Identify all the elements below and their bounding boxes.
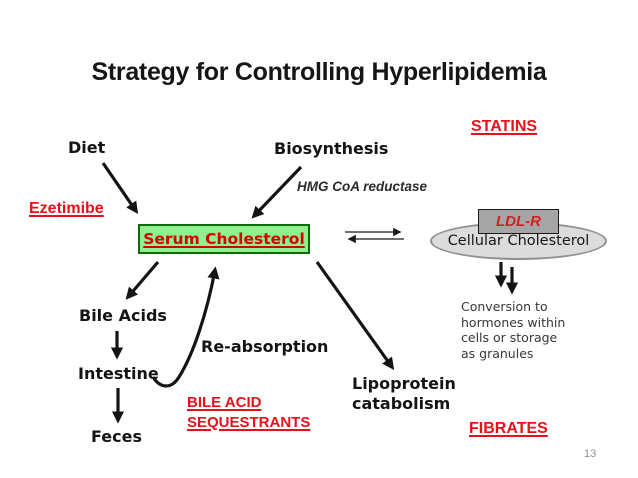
label-lipoprotein-catabolism: Lipoprotein catabolism bbox=[352, 374, 456, 413]
arrow-diet-to-serum bbox=[101, 162, 139, 215]
serum-cholesterol-label: Serum Cholesterol bbox=[143, 230, 305, 248]
ldl-receptor-label: LDL-R bbox=[496, 213, 541, 230]
arrow-biosynthesis-to-serum bbox=[251, 165, 303, 219]
label-bile-acids: Bile Acids bbox=[79, 306, 167, 325]
ldl-receptor-box: LDL-R bbox=[478, 209, 559, 234]
label-bile-acid-sequestrants: BILE ACID SEQUESTRANTS bbox=[187, 394, 311, 431]
label-ezetimibe: Ezetimibe bbox=[29, 200, 104, 217]
label-diet: Diet bbox=[68, 138, 106, 157]
label-hmg-coa-reductase: HMG CoA reductase bbox=[297, 179, 428, 194]
cellular-cholesterol-label: Cellular Cholesterol bbox=[447, 233, 590, 249]
arrow-serum-to-bile-acids bbox=[125, 260, 160, 300]
label-feces: Feces bbox=[91, 427, 142, 446]
arrow-reabsorption-intestine-to-serum bbox=[151, 266, 220, 388]
slide-title: Strategy for Controlling Hyperlipidemia bbox=[91, 58, 547, 86]
serum-cholesterol-box: Serum Cholesterol bbox=[138, 224, 310, 254]
label-reabsorption: Re-absorption bbox=[201, 337, 329, 356]
page-number: 13 bbox=[584, 448, 597, 460]
label-statins: STATINS bbox=[471, 118, 538, 135]
label-intestine: Intestine bbox=[78, 364, 159, 383]
label-fibrates: FIBRATES bbox=[469, 420, 548, 437]
label-biosynthesis: Biosynthesis bbox=[274, 139, 389, 158]
conversion-note: Conversion to hormones within cells or s… bbox=[461, 299, 566, 361]
